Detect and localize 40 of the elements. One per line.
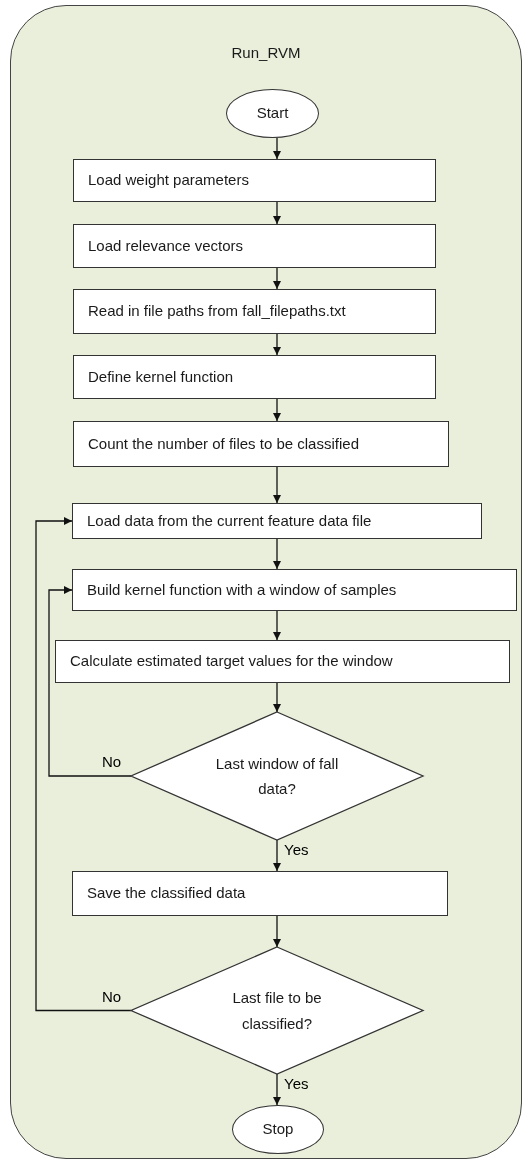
arrow [48,586,132,777]
terminator-text: Stop [262,1120,294,1139]
process-text: Build kernel function with a window of samples [87,580,397,600]
process-text: Load data from the current feature data file [87,511,372,531]
process-text: Define kernel function [88,367,234,387]
process-box [73,159,436,202]
process-box [73,224,436,268]
process-text: Load relevance vectors [88,236,244,256]
process-text: Count the number of files to be classified [88,434,359,454]
process-box [72,871,448,916]
decision-diamond [131,947,423,1074]
process-box [55,640,510,683]
process-text: Save the classified data [87,884,246,903]
process-box [72,569,517,611]
arrow [273,839,281,872]
arrow [273,398,281,422]
process-text: Read in file paths from fall_filepaths.txt [88,302,346,321]
decision-text: Last file to be classified? [231,988,323,1034]
arrow [273,201,281,225]
arrow [273,915,281,948]
process-box [73,421,449,467]
arrow [273,538,281,570]
arrow [273,682,281,713]
arrow [273,333,281,356]
decision-text: Last window of fall data? [214,753,340,799]
arrow [35,517,132,1012]
process-box [72,503,482,539]
arrow [273,137,281,160]
process-text: Calculate estimated target values for the window [70,652,393,671]
process-box [73,289,436,334]
process-box [73,355,436,399]
arrow [273,267,281,290]
arrow [273,610,281,641]
process-text: Load weight parameters [88,171,249,190]
arrow [273,1073,281,1106]
terminator-text: Start [256,104,289,123]
group-title: Run_RVM [230,44,302,63]
decision-diamond [131,712,423,840]
process-group [10,5,522,1159]
arrow [273,466,281,504]
